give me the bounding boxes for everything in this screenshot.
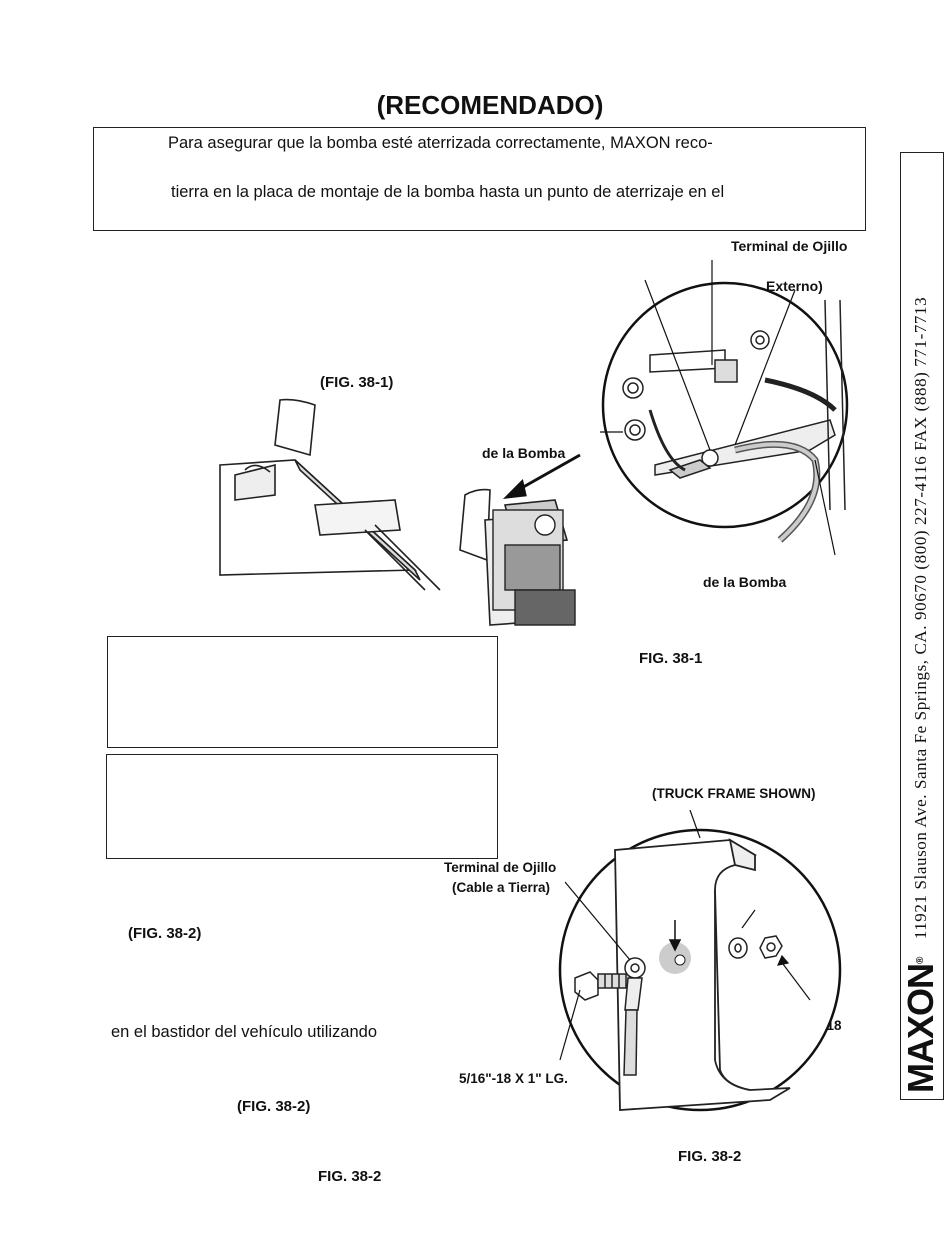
fig2-terminal-label-1: Terminal de Ojillo xyxy=(444,860,557,875)
maxon-logo-text: MAXON xyxy=(900,964,941,1093)
fig1-callout-externo: Externo) xyxy=(766,278,823,294)
page-title: (RECOMENDADO) xyxy=(376,90,604,120)
fig1-callout-bomba-left: de la Bomba xyxy=(482,445,566,461)
company-address: 11921 Slauson Ave. Santa Fe Springs, CA.… xyxy=(911,296,930,940)
step-ref-fig2-b: (FIG. 38-2) xyxy=(237,1098,311,1115)
fig2-detail-circle xyxy=(558,810,842,1112)
fig1-arrow xyxy=(502,453,581,499)
intro-line-1: Para asegurar que la bomba esté aterriza… xyxy=(168,134,713,152)
fig1-callout-bomba-bottom: de la Bomba xyxy=(703,574,787,590)
intro-line-2: tierra en la placa de montaje de la bomb… xyxy=(171,183,725,201)
fig1-callout-terminal: Terminal de Ojillo xyxy=(731,238,848,254)
fig1-illustration xyxy=(219,260,849,626)
fig1-caption: FIG. 38-1 xyxy=(639,650,703,667)
fig2-terminal-label-2: (Cable a Tierra) xyxy=(452,880,551,895)
fig2-bolt-label: 5/16"-18 X 1" LG. xyxy=(459,1071,568,1086)
pump-motor-drawing xyxy=(492,509,576,626)
step-bottom-caption: FIG. 38-2 xyxy=(318,1168,382,1185)
fig2-illustration xyxy=(558,810,842,1112)
maxon-logo: MAXON® xyxy=(900,958,941,1093)
step-bastidor-text: en el bastidor del vehículo utilizando xyxy=(111,1023,378,1041)
fig2-caption: FIG. 38-2 xyxy=(678,1148,742,1165)
sidebar-panel: 11921 Slauson Ave. Santa Fe Springs, CA.… xyxy=(900,152,944,1100)
note-box-1 xyxy=(107,636,498,748)
fig1-detail-circle xyxy=(600,260,849,556)
intro-box: Para asegurar que la bomba esté aterriza… xyxy=(93,127,866,231)
fig2-truck-frame-label: (TRUCK FRAME SHOWN) xyxy=(652,786,816,801)
step-ref-fig2-a: (FIG. 38-2) xyxy=(128,925,202,942)
note-box-2 xyxy=(106,754,498,859)
registered-mark: ® xyxy=(915,957,926,964)
fig1-ref-label: (FIG. 38-1) xyxy=(320,374,394,391)
